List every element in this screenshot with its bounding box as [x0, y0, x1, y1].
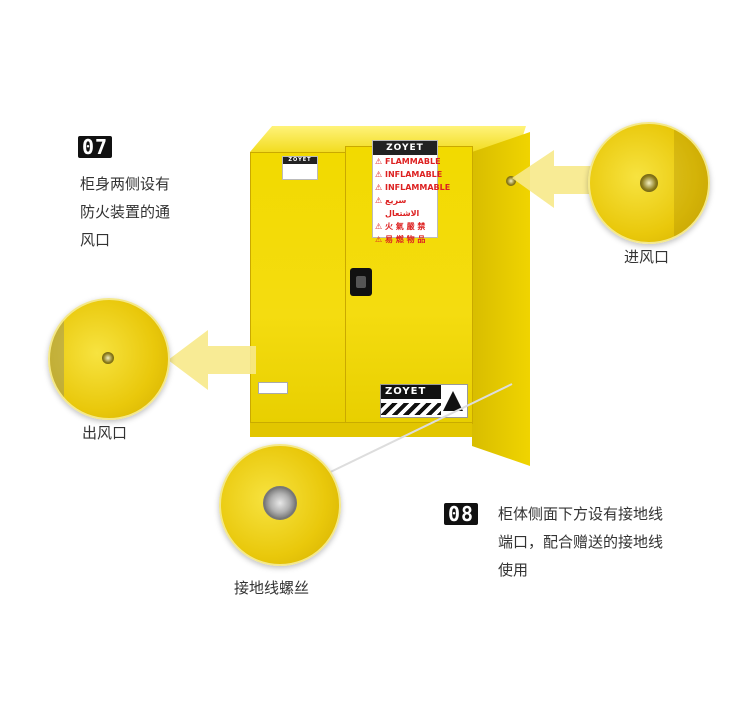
ground-connector-line: [317, 383, 513, 479]
outlet-detail-circle: [48, 298, 170, 420]
outlet-caption: 出风口: [82, 424, 128, 442]
vent-description: 柜身两侧设有 防火装置的通 风口: [80, 170, 170, 254]
side-vent-hole: [506, 176, 516, 186]
ground-description-line: 使用: [498, 561, 529, 579]
ground-screw-detail-circle: [219, 444, 341, 566]
badge-07: 07: [78, 136, 113, 158]
handle-lock: [356, 276, 366, 288]
warning-line: 易 燃 物 品: [373, 233, 437, 246]
bottom-brand-text: ZOYET: [385, 386, 427, 397]
inlet-vent-icon: [640, 174, 658, 192]
vent-description-line: 柜身两侧设有: [80, 175, 171, 193]
warning-line: سريع الاشتعال: [373, 194, 437, 220]
outlet-arrow: [168, 330, 256, 390]
badge-08: 08: [444, 503, 479, 525]
cabinet-base: [250, 422, 472, 437]
warning-label-brand: ZOYET: [373, 141, 437, 155]
ground-description-line: 柜体侧面下方设有接地线: [498, 505, 664, 523]
ground-screw-caption: 接地线螺丝: [234, 579, 310, 597]
left-label-brand: ZOYET: [283, 157, 317, 164]
inlet-detail-circle: [588, 122, 710, 244]
warning-line: INFLAMABLE: [373, 168, 442, 181]
outlet-vent-icon: [102, 352, 114, 364]
left-door-label: ZOYET: [282, 156, 318, 180]
lower-left-badge: [258, 382, 288, 394]
safety-cabinet: ZOYET ZOYET FLAMMABLE INFLAMABLE INFLAMM…: [244, 126, 532, 466]
warning-line: FLAMMABLE: [373, 155, 441, 168]
vent-description-line: 防火装置的通: [80, 203, 171, 221]
inlet-caption: 进风口: [624, 248, 670, 266]
cabinet-right-side: [472, 132, 530, 466]
cabinet-left-door: [250, 152, 346, 424]
warning-line: INFLAMMABLE: [373, 181, 450, 194]
ground-description-line: 端口，配合赠送的接地线: [498, 533, 664, 551]
warning-line: 火 氣 嚴 禁: [373, 220, 437, 233]
door-handle[interactable]: [350, 268, 372, 296]
warning-label: ZOYET FLAMMABLE INFLAMABLE INFLAMMABLE س…: [372, 140, 450, 246]
ground-bolt-icon: [263, 486, 297, 520]
ground-description: 柜体侧面下方设有接地线 端口，配合赠送的接地线 使用: [498, 500, 663, 584]
vent-description-line: 风口: [80, 231, 111, 249]
